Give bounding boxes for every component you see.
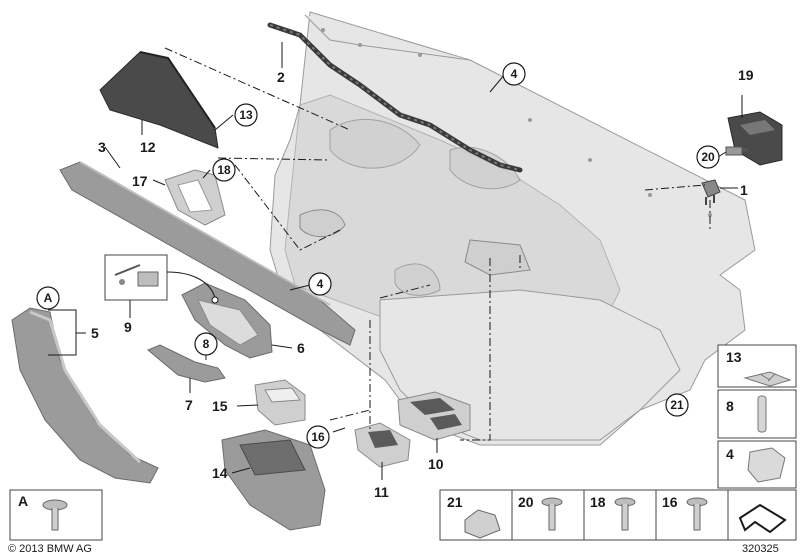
part-14-storage-tray bbox=[221, 429, 326, 531]
label-18-circle: 18 bbox=[217, 163, 231, 177]
part-6-armrest-handle bbox=[181, 282, 273, 359]
part-10-switch-block bbox=[397, 391, 471, 441]
diagram-id: 320325 bbox=[742, 543, 779, 555]
part-15-bracket bbox=[254, 379, 306, 426]
part-11-switch bbox=[354, 422, 411, 468]
part-labels: 2 12 3 17 19 1 5 9 6 7 15 14 11 10 bbox=[91, 67, 754, 500]
legend-bottom: A 21 20 18 16 bbox=[9, 489, 797, 541]
label-11: 11 bbox=[374, 484, 389, 500]
leader-lines bbox=[48, 42, 743, 480]
circled-labels: 4 13 18 20 4 A 8 16 21 bbox=[36, 62, 720, 449]
part-2-rail bbox=[267, 22, 523, 173]
label-17: 17 bbox=[132, 173, 148, 189]
door-trim-panel bbox=[269, 11, 756, 446]
part-20-screw bbox=[725, 146, 748, 156]
legend-20-label: 20 bbox=[518, 494, 534, 510]
label-9: 9 bbox=[124, 319, 132, 335]
label-12: 12 bbox=[140, 139, 156, 155]
legend-16-label: 16 bbox=[662, 494, 678, 510]
label-4-mid: 4 bbox=[317, 277, 324, 291]
part-3-trim-strip bbox=[59, 161, 356, 346]
part-1-clip bbox=[701, 179, 721, 205]
label-10: 10 bbox=[428, 456, 444, 472]
legend-13-label: 13 bbox=[726, 349, 742, 365]
label-21-circle: 21 bbox=[670, 398, 684, 412]
label-8-circle: 8 bbox=[203, 337, 210, 351]
label-3: 3 bbox=[98, 139, 106, 155]
part-5-handle bbox=[11, 307, 159, 484]
label-14: 14 bbox=[212, 465, 228, 481]
part-7-small-trim bbox=[147, 344, 226, 383]
assembly-lines bbox=[164, 47, 711, 441]
legend-A-label: A bbox=[18, 493, 28, 509]
label-4-top: 4 bbox=[511, 67, 518, 81]
label-13-circle: 13 bbox=[239, 108, 253, 122]
legend-18-label: 18 bbox=[590, 494, 606, 510]
legend-21-label: 21 bbox=[447, 494, 463, 510]
label-7: 7 bbox=[185, 397, 193, 413]
part-19-bracket bbox=[727, 111, 783, 166]
label-1: 1 bbox=[740, 182, 748, 198]
copyright-text: © 2013 BMW AG bbox=[8, 543, 92, 555]
legend-right: 13 8 4 bbox=[717, 344, 797, 489]
part-12-speaker-cover bbox=[99, 51, 219, 149]
legend-4-label: 4 bbox=[726, 446, 734, 462]
part-17-frame bbox=[164, 169, 226, 226]
label-16-circle: 16 bbox=[311, 430, 325, 444]
label-6: 6 bbox=[297, 340, 305, 356]
label-A-circle: A bbox=[44, 291, 53, 305]
label-5: 5 bbox=[91, 325, 99, 341]
label-15: 15 bbox=[212, 398, 228, 414]
label-2: 2 bbox=[277, 69, 285, 85]
label-20-circle: 20 bbox=[701, 150, 715, 164]
label-19: 19 bbox=[738, 67, 754, 83]
part-9-wiring-box bbox=[104, 254, 219, 304]
legend-8-label: 8 bbox=[726, 398, 734, 414]
